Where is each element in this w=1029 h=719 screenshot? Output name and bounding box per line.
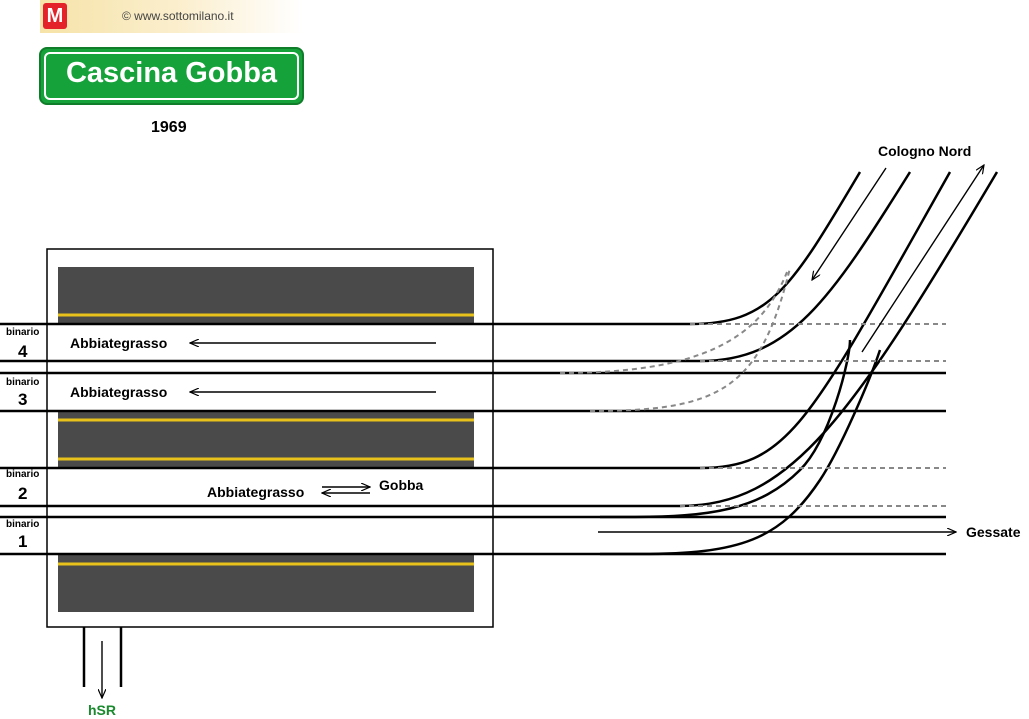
- track-label: binario: [6, 327, 39, 338]
- destination-label-south: hSR: [88, 702, 116, 718]
- year-label: 1969: [151, 119, 187, 136]
- destination-label: Abbiategrasso: [70, 335, 167, 351]
- rails: [0, 322, 946, 556]
- arrow-cologno-out: [861, 165, 984, 353]
- destination-label-north: Cologno Nord: [878, 143, 971, 159]
- station-sign-border: [44, 52, 299, 100]
- dashed-rail: [589, 267, 791, 412]
- metro-logo-icon: M: [43, 3, 67, 29]
- dashed-rails: [559, 267, 946, 507]
- destination-label: Gobba: [379, 477, 424, 493]
- copyright-text: © www.sottomilano.it: [122, 9, 234, 23]
- curve-rail: [600, 339, 852, 519]
- arrow-cologno-in: [812, 167, 887, 280]
- curved-rails: [600, 171, 999, 556]
- station-sign: Cascina Gobba: [39, 47, 304, 105]
- curve-rail: [600, 171, 999, 508]
- station-name: Cascina Gobba: [65, 57, 278, 89]
- header-band: [40, 0, 302, 33]
- curve-rail: [600, 171, 952, 470]
- track-number: 1: [18, 532, 27, 551]
- track-label: binario: [6, 469, 39, 480]
- track-number: 2: [18, 484, 27, 503]
- track-number: 4: [18, 342, 28, 361]
- curve-rail: [600, 171, 912, 363]
- curve-rail: [600, 349, 882, 556]
- track-label: binario: [6, 519, 39, 530]
- destination-label: Abbiategrasso: [70, 384, 167, 400]
- destination-label-east: Gessate: [966, 524, 1021, 540]
- dashed-rail: [559, 271, 788, 374]
- destination-label: Abbiategrasso: [207, 484, 304, 500]
- track-label: binario: [6, 377, 39, 388]
- track-number: 3: [18, 390, 27, 409]
